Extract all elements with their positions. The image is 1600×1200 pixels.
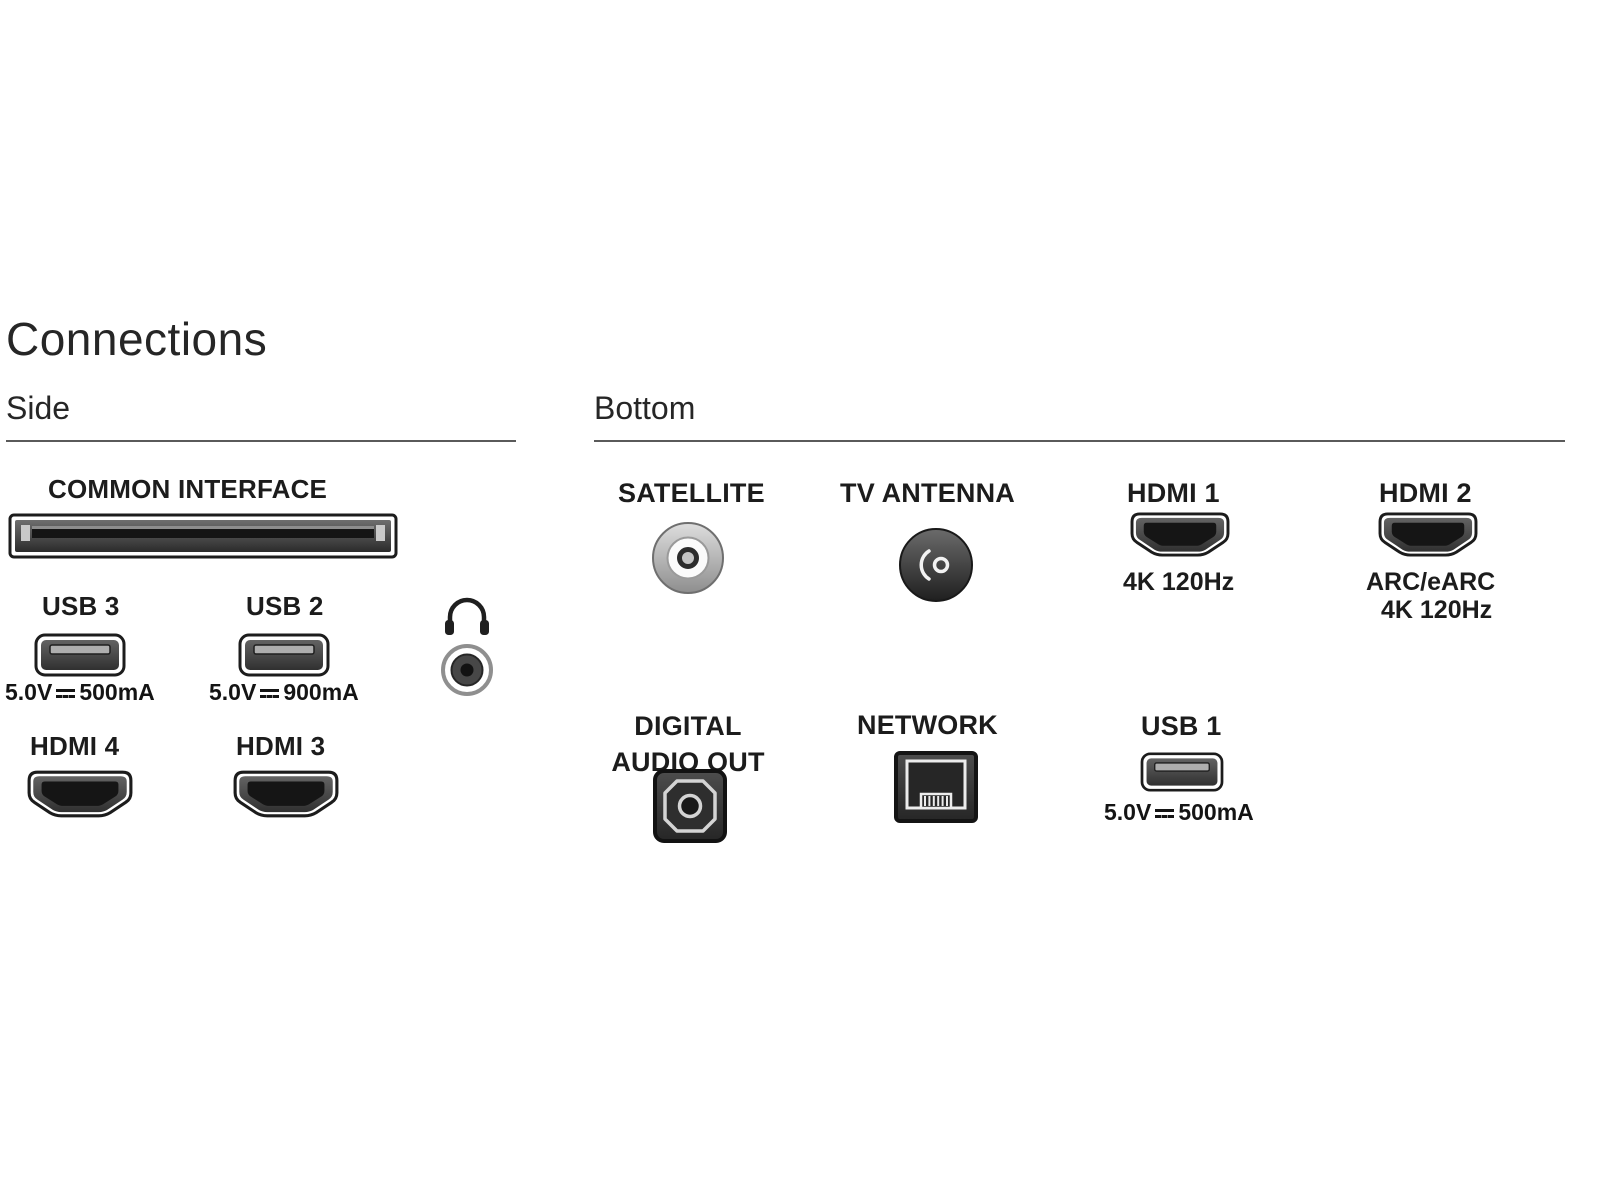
audio-jack-icon <box>440 643 494 697</box>
ethernet-port-icon <box>893 750 979 824</box>
coax-f-connector-icon <box>650 520 726 596</box>
usb-port-icon <box>238 633 330 677</box>
headphones-icon <box>443 593 491 637</box>
usb2-label: USB 2 <box>246 591 324 621</box>
common-interface-label: COMMON INTERFACE <box>48 474 328 504</box>
usb-port-icon <box>34 633 126 677</box>
hdmi-port-icon <box>1377 512 1479 559</box>
usb3-current: 500mA <box>79 679 155 705</box>
usb-port-icon <box>1139 752 1225 792</box>
usb2-voltage: 5.0V <box>209 679 257 705</box>
side-section-rule <box>6 440 516 442</box>
hdmi1-spec: 4K 120Hz <box>1123 568 1235 596</box>
hdmi1-label: HDMI 1 <box>1127 478 1220 508</box>
hdmi2-spec-line1: ARC/eARC <box>1366 568 1496 596</box>
dc-symbol <box>55 686 76 700</box>
satellite-label: SATELLITE <box>618 478 765 508</box>
hdmi-port-icon <box>26 770 134 820</box>
dc-symbol <box>259 686 280 700</box>
usb2-power-rating: 5.0V 900mA <box>209 679 359 706</box>
page-title: Connections <box>6 313 268 365</box>
hdmi-port-icon <box>232 770 340 820</box>
digital-audio-out-label: DIGITAL AUDIO OUT <box>588 708 788 781</box>
usb2-current: 900mA <box>283 679 359 705</box>
bottom-section-heading: Bottom <box>594 390 696 426</box>
digital-audio-out-label-line1: DIGITAL <box>634 711 742 741</box>
usb1-label: USB 1 <box>1141 711 1222 741</box>
usb1-voltage: 5.0V <box>1104 799 1152 825</box>
usb1-power-rating: 5.0V 500mA <box>1104 799 1254 826</box>
usb3-label: USB 3 <box>42 591 120 621</box>
optical-audio-port-icon <box>652 768 728 844</box>
ci-card-slot-icon <box>8 513 398 559</box>
hdmi3-label: HDMI 3 <box>236 731 326 761</box>
network-label: NETWORK <box>857 710 998 740</box>
iec-antenna-connector-icon <box>897 526 975 604</box>
usb1-current: 500mA <box>1178 799 1254 825</box>
hdmi2-label: HDMI 2 <box>1379 478 1472 508</box>
dc-symbol <box>1154 806 1175 820</box>
hdmi-port-icon <box>1129 512 1231 559</box>
tv-antenna-label: TV ANTENNA <box>840 478 1015 508</box>
hdmi2-spec-line2: 4K 120Hz <box>1381 596 1493 624</box>
usb3-power-rating: 5.0V 500mA <box>5 679 155 706</box>
side-section-heading: Side <box>6 390 71 426</box>
hdmi4-label: HDMI 4 <box>30 731 120 761</box>
usb3-voltage: 5.0V <box>5 679 53 705</box>
bottom-section-rule <box>594 440 1565 442</box>
